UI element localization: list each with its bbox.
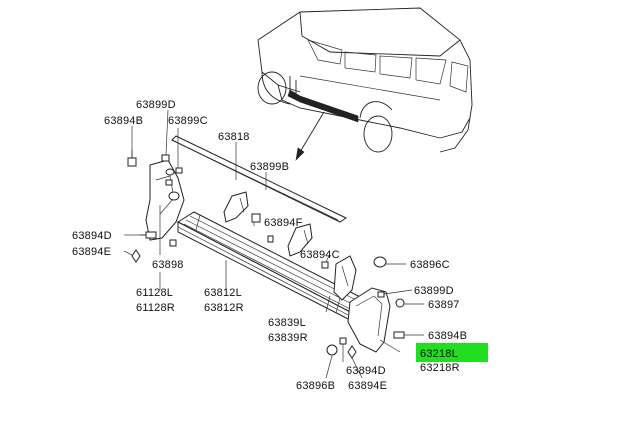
label-63899D[interactable]: 63899D (136, 99, 176, 111)
highlight-63218L-box (416, 343, 488, 362)
label-63894E-bottom[interactable]: 63894E (348, 380, 387, 392)
moulding-strip-63818 (171, 135, 348, 223)
part-labels: 63899D 63894B 63899C 63818 63899B 63894F… (72, 99, 467, 392)
label-63218L[interactable]: 63218L (420, 348, 458, 360)
label-63894D-left[interactable]: 63894D (72, 230, 112, 242)
label-63812L[interactable]: 63812L (204, 287, 242, 299)
front-bracket-61128 (145, 159, 185, 241)
label-61128R[interactable]: 61128R (136, 302, 175, 314)
label-63218R[interactable]: 63218R (420, 362, 460, 374)
mid-brackets (223, 191, 313, 257)
vehicle-illustration (257, 7, 473, 161)
label-63894C[interactable]: 63894C (300, 249, 340, 261)
label-63839L[interactable]: 63839L (268, 317, 306, 329)
fasteners (127, 150, 405, 359)
label-63898[interactable]: 63898 (152, 259, 184, 271)
label-63812R[interactable]: 63812R (204, 302, 244, 314)
label-63896C[interactable]: 63896C (410, 259, 450, 271)
label-63899B[interactable]: 63899B (250, 161, 289, 173)
label-63894B-top[interactable]: 63894B (104, 115, 143, 127)
label-63896B[interactable]: 63896B (296, 380, 335, 392)
label-63899D-right[interactable]: 63899D (414, 285, 454, 297)
label-63818[interactable]: 63818 (218, 131, 250, 143)
label-63899C[interactable]: 63899C (168, 115, 208, 127)
label-63894F[interactable]: 63894F (264, 217, 303, 229)
label-63894E-left[interactable]: 63894E (72, 246, 111, 258)
label-63897[interactable]: 63897 (428, 299, 460, 311)
leader-lines (123, 109, 424, 379)
rear-bracket-63839 (333, 255, 357, 301)
label-61128L[interactable]: 61128L (136, 287, 173, 299)
label-63839R[interactable]: 63839R (268, 332, 308, 344)
label-63894B-right[interactable]: 63894B (428, 330, 467, 342)
label-63894D-bottom[interactable]: 63894D (346, 365, 386, 377)
